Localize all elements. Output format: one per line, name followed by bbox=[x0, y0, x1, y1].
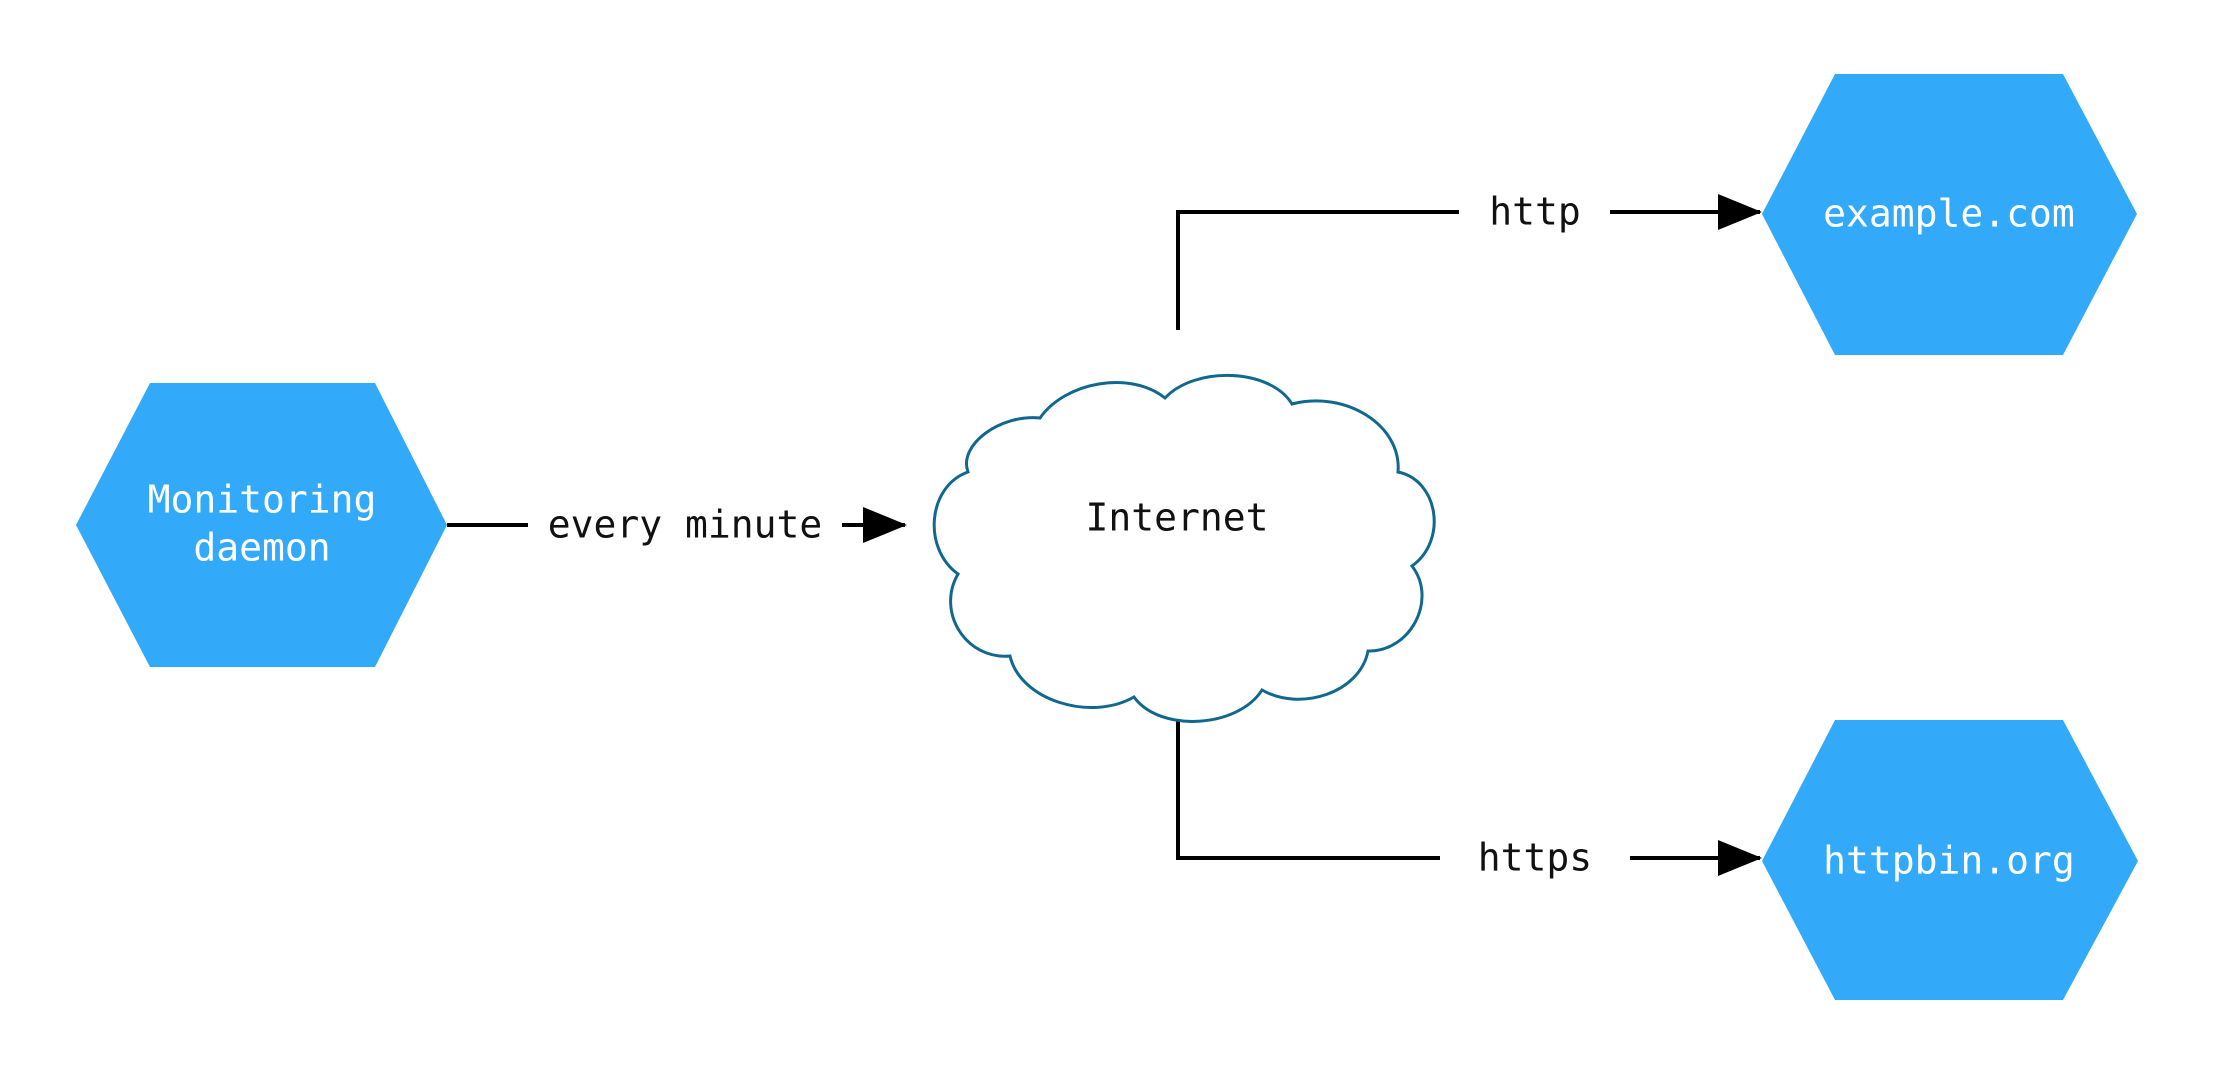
edge-label-https: https bbox=[1478, 836, 1592, 880]
edge-label-every-minute: every minute bbox=[548, 503, 823, 547]
monitoring-daemon-label-line2: daemon bbox=[193, 526, 330, 570]
httpbin-org-hexagon[interactable] bbox=[1762, 720, 2138, 1000]
edge-internet-example: http bbox=[1176, 190, 1762, 330]
edge-internet-httpbin: https bbox=[1176, 711, 1762, 880]
internet-label: Internet bbox=[1085, 496, 1268, 540]
internet-cloud-shape[interactable] bbox=[932, 373, 1436, 723]
example-com-label: example.com bbox=[1823, 192, 2075, 236]
edge-internet-httpbin-elbow bbox=[1176, 711, 1440, 860]
edge-internet-example-elbow bbox=[1176, 210, 1459, 330]
example-com-hexagon[interactable] bbox=[1762, 74, 2137, 355]
node-example-com[interactable]: example.com bbox=[1762, 74, 2137, 355]
node-httpbin-org[interactable]: httpbin.org bbox=[1762, 720, 2138, 1000]
node-monitoring-daemon[interactable]: Monitoring daemon bbox=[76, 383, 447, 667]
edge-label-http: http bbox=[1489, 190, 1581, 234]
httpbin-org-label: httpbin.org bbox=[1823, 839, 2075, 883]
monitoring-daemon-hexagon[interactable] bbox=[76, 383, 447, 667]
node-internet[interactable]: Internet bbox=[932, 373, 1436, 723]
monitoring-daemon-label-line1: Monitoring bbox=[148, 478, 377, 522]
edge-daemon-internet: every minute bbox=[447, 503, 907, 547]
